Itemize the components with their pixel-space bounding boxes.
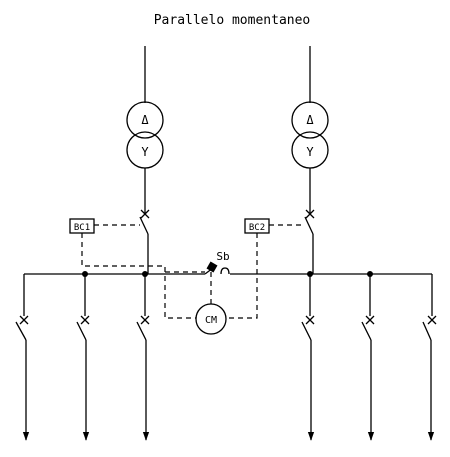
control-module-label: CM: [205, 315, 217, 326]
outgoing-feeder-3: [136, 274, 150, 441]
outgoing-feeder-2: [76, 274, 90, 441]
control-module: CM: [195, 303, 227, 335]
left-incoming-feeder: Δ Y: [126, 46, 164, 274]
transformer-right: Δ Y: [291, 101, 329, 169]
transformer-right-secondary: Y: [306, 145, 314, 159]
bus-coupler-contact: [206, 261, 218, 273]
bus-coupler: Sb: [204, 250, 230, 275]
control-wiring: [81, 224, 305, 319]
outgoing-feeder-1: [15, 274, 30, 441]
diagram-title: Parallelo momentaneo: [154, 13, 311, 28]
right-incoming-feeder: Δ Y: [291, 46, 329, 274]
incomer-switch-right: [304, 209, 315, 235]
transformer-left-secondary: Y: [141, 145, 149, 159]
incomer-switch-left: [139, 209, 150, 235]
breaker-control-bc1: BC1: [69, 218, 95, 234]
transformer-left: Δ Y: [126, 101, 164, 169]
breaker-control-bc2-label: BC2: [249, 223, 265, 233]
breaker-control-bc1-label: BC1: [74, 223, 90, 233]
bus-coupler-label: Sb: [216, 250, 229, 263]
transformer-right-primary: Δ: [306, 113, 314, 127]
outgoing-feeder-6: [422, 274, 437, 441]
breaker-control-bc2: BC2: [244, 218, 270, 234]
transformer-left-primary: Δ: [141, 113, 149, 127]
outgoing-feeder-4: [301, 274, 315, 441]
outgoing-feeder-5: [361, 274, 375, 441]
